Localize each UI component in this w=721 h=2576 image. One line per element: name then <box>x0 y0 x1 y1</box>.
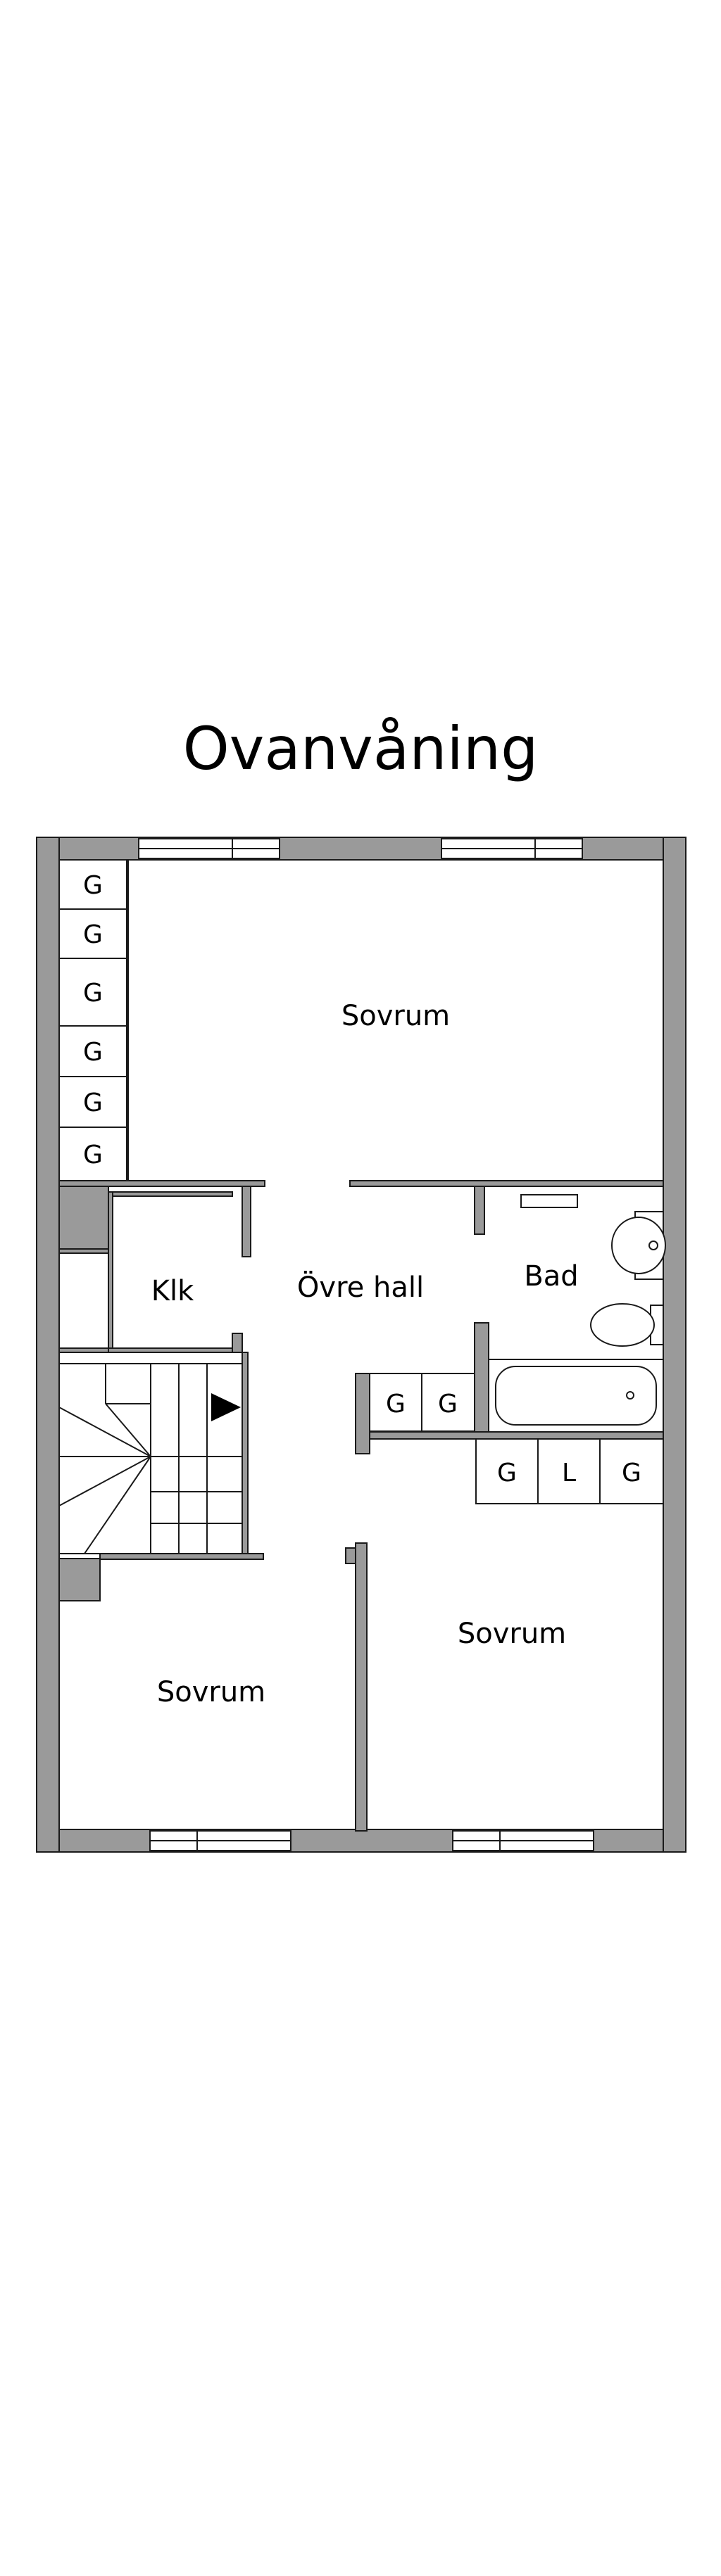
closet-label: G <box>83 1038 103 1067</box>
hall-storage-label: G <box>438 1390 458 1419</box>
closet-label: G <box>83 1141 103 1169</box>
room-label-sovrum-top: Sovrum <box>341 1000 450 1032</box>
closet-label: G <box>83 979 103 1008</box>
room-label-sovrum-left: Sovrum <box>157 1676 265 1708</box>
room-label-bad: Bad <box>524 1260 578 1293</box>
toilet-icon <box>590 1303 664 1347</box>
closet-label: G <box>83 1089 103 1117</box>
closet-label: G <box>83 920 103 949</box>
closet-column: G G G G G G <box>58 859 127 1181</box>
hall-storage: G G <box>369 1373 475 1432</box>
bedroom-storage-label: L <box>562 1459 576 1487</box>
hall-storage-label: G <box>386 1390 406 1419</box>
stair-arrow-icon <box>211 1393 241 1421</box>
outer-walls <box>36 837 686 1853</box>
bedroom-storage-label: G <box>497 1459 517 1487</box>
bathtub-icon <box>488 1359 664 1433</box>
window-top-right <box>441 838 583 859</box>
room-label-sovrum-right: Sovrum <box>458 1618 566 1650</box>
window-top-left <box>138 838 280 859</box>
bedroom-storage: G L G <box>475 1438 664 1504</box>
room-label-klk: Klk <box>151 1275 194 1307</box>
floor-title: Ovanvåning <box>183 714 539 783</box>
staircase <box>58 1363 243 1554</box>
windows <box>138 838 594 1851</box>
interior-walls <box>58 859 664 1832</box>
bathroom-fixtures <box>488 1194 666 1433</box>
room-label-ovre-hall: Övre hall <box>297 1270 424 1304</box>
window-bottom-left <box>149 1830 291 1851</box>
window-bottom-right <box>452 1830 594 1851</box>
bedroom-storage-label: G <box>622 1459 641 1487</box>
sink-icon <box>611 1211 666 1280</box>
closet-label: G <box>83 871 103 900</box>
